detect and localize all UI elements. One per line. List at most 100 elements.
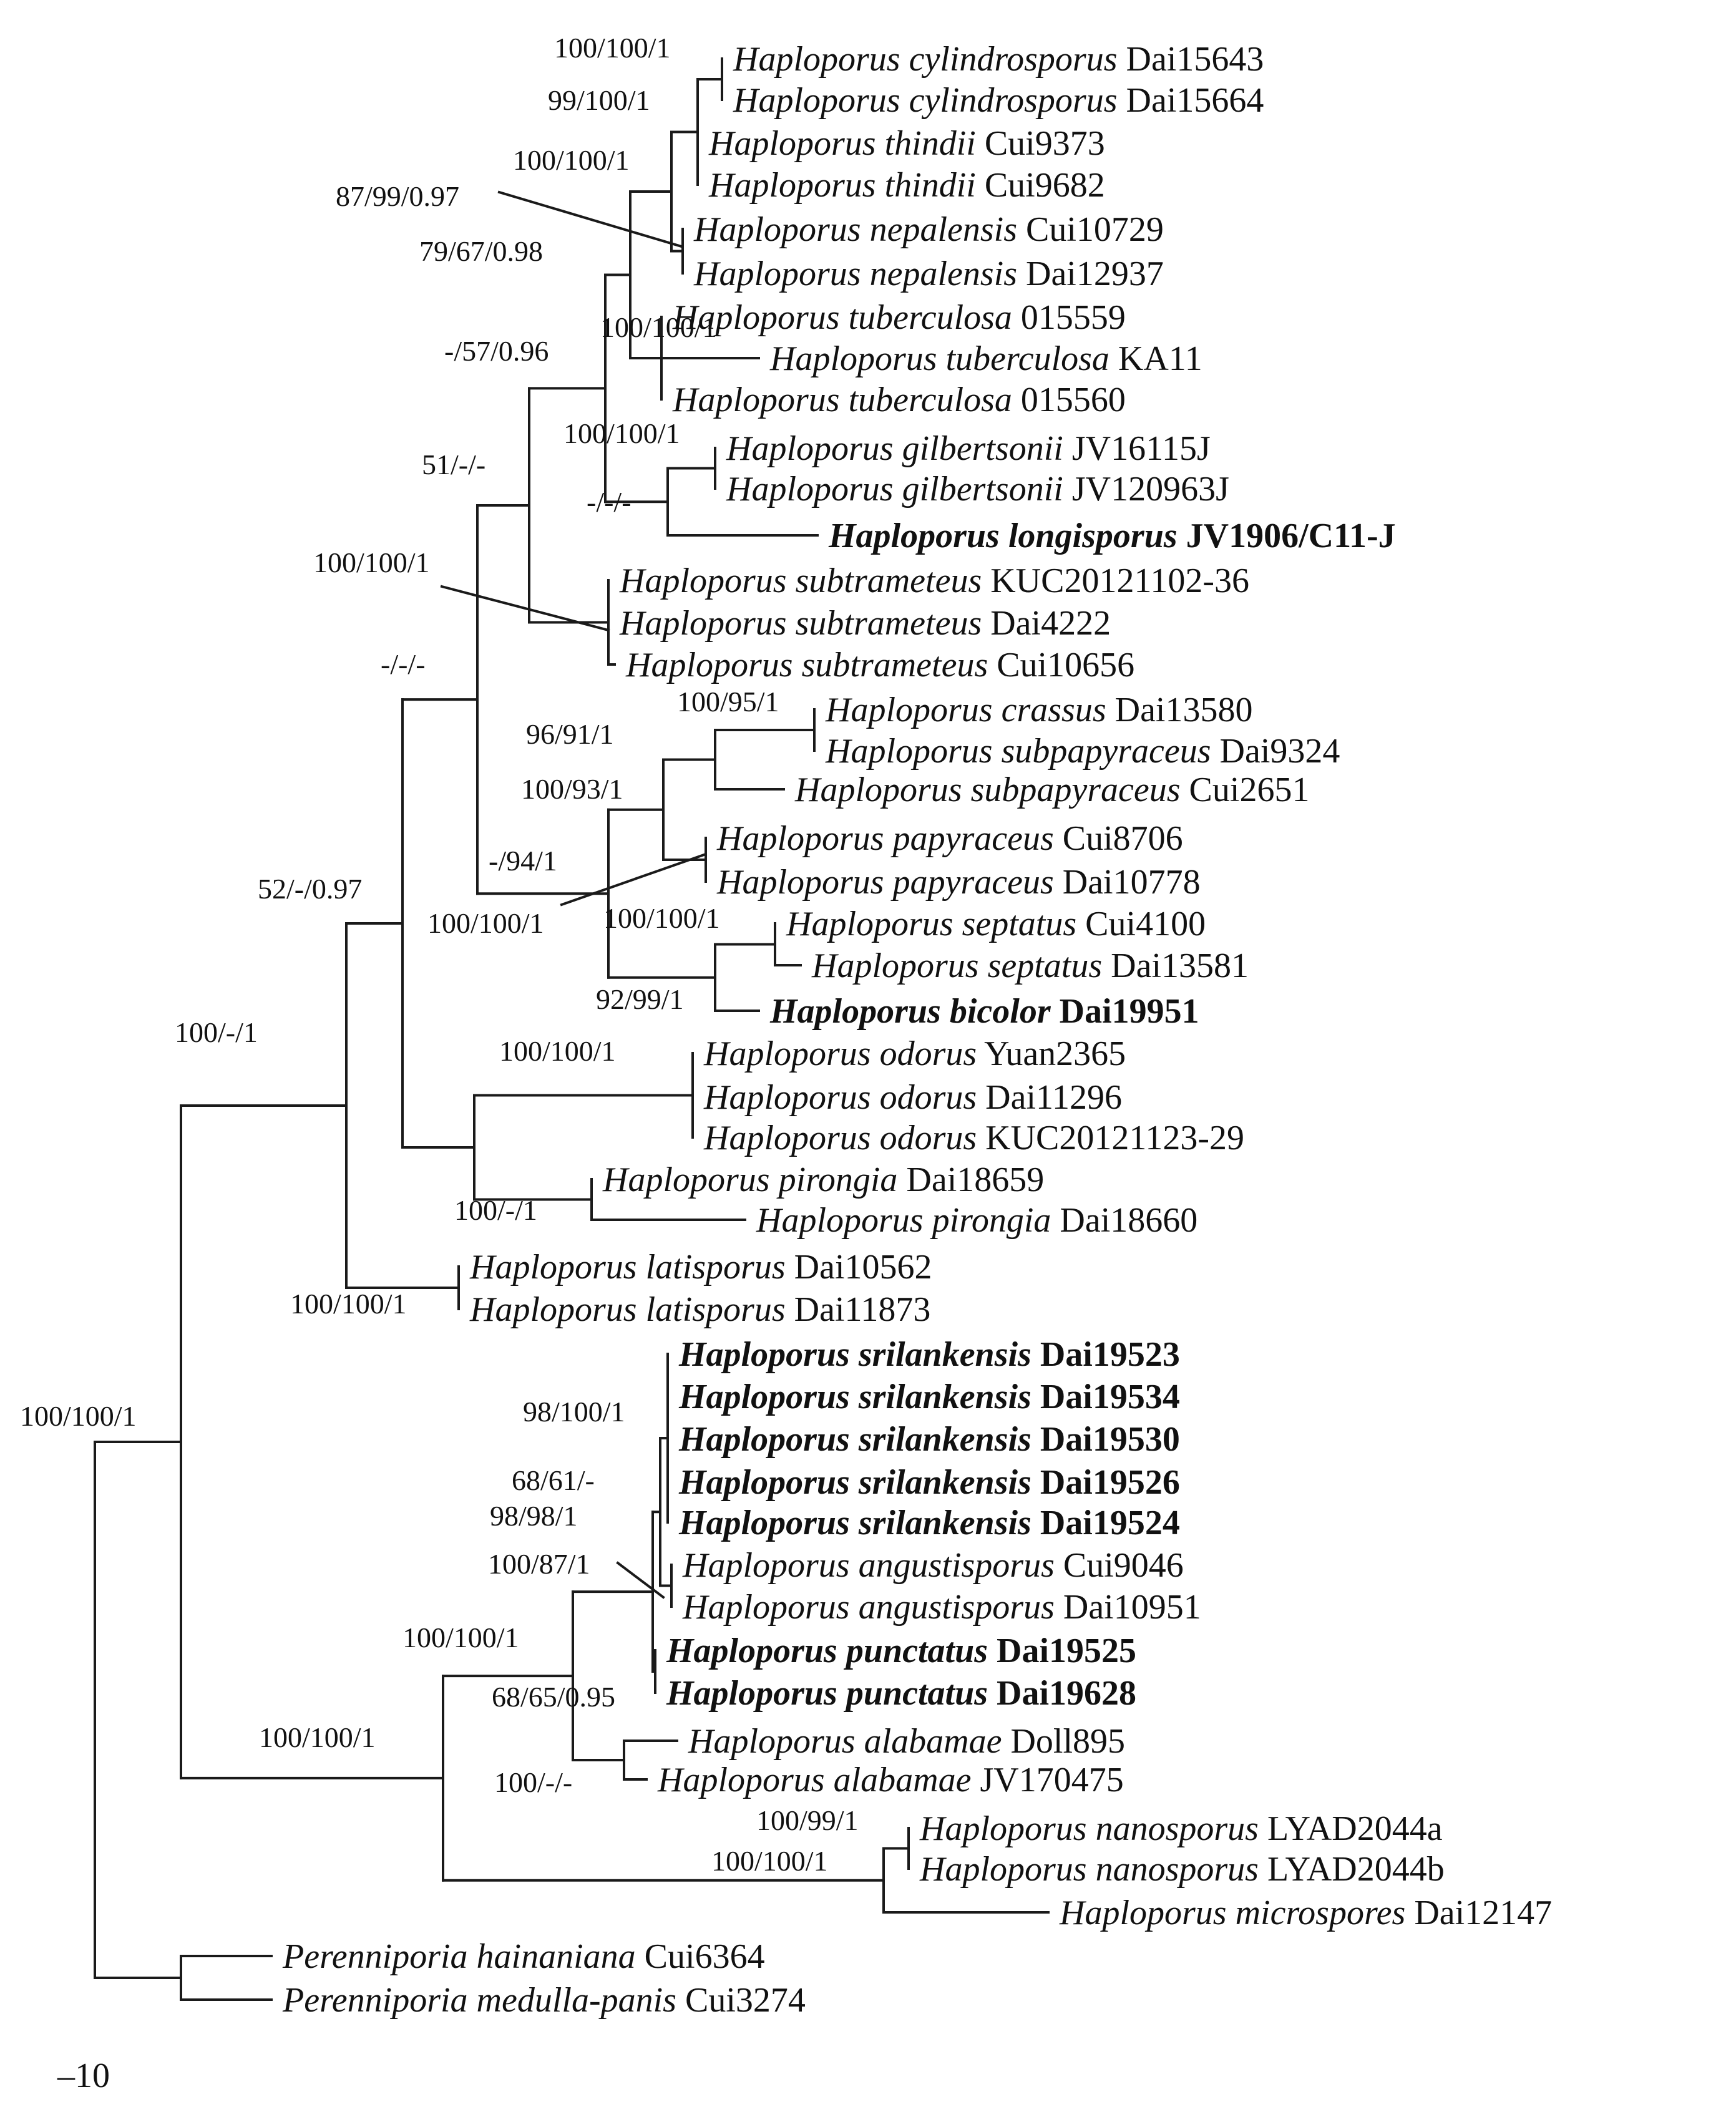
tip-label: Haploporus tuberculosa 015560	[672, 381, 1126, 419]
voucher-id: JV1906/C11-J	[1178, 517, 1396, 555]
tree-branches	[94, 57, 1050, 2001]
species-name: Haploporus angustisporus	[682, 1588, 1055, 1627]
tip-label: Haploporus subtrameteus Dai4222	[619, 604, 1111, 643]
tip-label: Haploporus latisporus Dai10562	[469, 1248, 932, 1287]
tip-label: Haploporus microspores Dai12147	[1059, 1894, 1552, 1932]
tip-label: Haploporus nepalensis Dai12937	[693, 255, 1164, 293]
support-value: 100/100/1	[554, 32, 671, 64]
voucher-id: Dai18659	[897, 1161, 1044, 1199]
tip-label: Haploporus angustisporus Cui9046	[682, 1546, 1184, 1585]
tip-label: Haploporus nepalensis Cui10729	[693, 210, 1164, 249]
voucher-id: JV16115J	[1063, 429, 1211, 468]
species-name: Haploporus srilankensis	[678, 1504, 1031, 1542]
support-value: 51/-/-	[422, 449, 485, 480]
species-name: Haploporus septatus	[786, 905, 1076, 943]
tip-label: Haploporus gilbertsonii JV16115J	[726, 429, 1211, 468]
voucher-id: Dai9324	[1211, 732, 1340, 771]
tip-label: Haploporus alabamae JV170475	[657, 1761, 1124, 1799]
species-name: Haploporus cylindrosporus	[733, 81, 1118, 120]
species-name: Haploporus alabamae	[688, 1722, 1002, 1761]
species-name: Haploporus punctatus	[666, 1674, 988, 1713]
voucher-id: Dai19628	[988, 1674, 1136, 1713]
species-name: Haploporus srilankensis	[678, 1335, 1031, 1374]
support-value: 100/100/1	[259, 1721, 376, 1753]
species-name: Haploporus srilankensis	[678, 1463, 1031, 1502]
tip-label: Haploporus nanosporus LYAD2044a	[919, 1809, 1443, 1848]
species-name: Haploporus nanosporus	[919, 1809, 1259, 1848]
voucher-id: Cui9046	[1055, 1546, 1184, 1585]
voucher-id: Dai19525	[988, 1632, 1136, 1670]
voucher-id: Dai19951	[1051, 992, 1199, 1031]
voucher-id: Dai10951	[1055, 1588, 1201, 1627]
voucher-id: 015560	[1012, 381, 1126, 419]
voucher-id: Cui3274	[676, 1981, 806, 2020]
tip-label: Haploporus septatus Dai13581	[811, 946, 1249, 985]
voucher-id: Cui9373	[976, 124, 1105, 163]
voucher-id: KUC20121102-36	[982, 562, 1249, 600]
support-value: 100/100/1	[313, 547, 430, 578]
voucher-id: Dai18660	[1051, 1201, 1197, 1240]
support-value: 100/100/1	[402, 1622, 519, 1653]
tip-label: Haploporus cylindrosporus Dai15664	[733, 81, 1264, 120]
tip-label: Haploporus srilankensis Dai19534	[678, 1378, 1180, 1416]
tip-label: Haploporus longisporus JV1906/C11-J	[828, 517, 1396, 555]
voucher-id: Dai12937	[1017, 255, 1164, 293]
species-name: Haploporus thindii	[708, 124, 976, 163]
voucher-id: KUC20121123-29	[977, 1119, 1244, 1157]
tip-label: Haploporus cylindrosporus Dai15643	[733, 40, 1264, 79]
species-name: Haploporus pirongia	[602, 1161, 897, 1199]
species-name: Haploporus latisporus	[469, 1290, 786, 1329]
support-value: 100/95/1	[677, 686, 779, 718]
species-name: Haploporus angustisporus	[682, 1546, 1055, 1585]
species-name: Haploporus thindii	[708, 166, 976, 205]
species-name: Haploporus tuberculosa	[672, 381, 1012, 419]
voucher-id: Dai4222	[982, 604, 1111, 643]
tip-label: Haploporus srilankensis Dai19523	[678, 1335, 1180, 1374]
voucher-id: Dai13581	[1102, 946, 1249, 985]
species-name: Haploporus nanosporus	[919, 1850, 1259, 1889]
tip-label: Haploporus tuberculosa KA11	[769, 339, 1202, 378]
tip-labels: Haploporus cylindrosporus Dai15643Haplop…	[282, 40, 1552, 2020]
tip-label: Haploporus odorus Yuan2365	[703, 1034, 1126, 1073]
tip-label: Haploporus odorus KUC20121123-29	[703, 1119, 1244, 1157]
support-value: -/57/0.96	[444, 335, 549, 367]
species-name: Haploporus septatus	[811, 946, 1102, 985]
species-name: Haploporus punctatus	[666, 1632, 988, 1670]
tip-label: Haploporus papyraceus Dai10778	[716, 863, 1201, 902]
support-value: 99/100/1	[548, 84, 650, 116]
voucher-id: LYAD2044b	[1259, 1850, 1445, 1889]
species-name: Haploporus nepalensis	[693, 255, 1017, 293]
voucher-id: Dai10778	[1054, 863, 1201, 902]
voucher-id: Dai19530	[1031, 1420, 1180, 1459]
voucher-id: Cui4100	[1076, 905, 1206, 943]
species-name: Haploporus tuberculosa	[672, 298, 1012, 337]
voucher-id: Dai19523	[1031, 1335, 1180, 1374]
species-name: Haploporus tuberculosa	[769, 339, 1109, 378]
species-name: Haploporus microspores	[1059, 1894, 1405, 1932]
tip-label: Haploporus tuberculosa 015559	[672, 298, 1126, 337]
species-name: Haploporus srilankensis	[678, 1378, 1031, 1416]
voucher-id: Dai13580	[1106, 691, 1253, 729]
scale-bar: –10	[57, 2056, 110, 2095]
support-value: 98/98/1	[490, 1500, 578, 1532]
species-name: Haploporus longisporus	[828, 517, 1178, 555]
voucher-id: JV120963J	[1063, 470, 1229, 509]
voucher-id: Dai19526	[1031, 1463, 1180, 1502]
voucher-id: Cui10656	[988, 646, 1134, 684]
species-name: Haploporus gilbertsonii	[726, 470, 1063, 509]
support-value: -/-/-	[587, 486, 631, 518]
species-name: Haploporus alabamae	[657, 1761, 971, 1799]
support-value: 52/-/0.97	[258, 873, 362, 905]
tip-label: Haploporus angustisporus Dai10951	[682, 1588, 1201, 1627]
leader-line	[616, 1561, 665, 1599]
species-name: Haploporus latisporus	[469, 1248, 786, 1287]
species-name: Haploporus crassus	[825, 691, 1106, 729]
tip-label: Haploporus subpapyraceus Cui2651	[794, 771, 1309, 809]
leader-line	[560, 853, 706, 907]
tip-label: Haploporus odorus Dai11296	[703, 1078, 1122, 1117]
support-value: 92/99/1	[596, 983, 684, 1015]
tip-label: Haploporus alabamae Doll895	[688, 1722, 1125, 1761]
support-value: 100/100/1	[290, 1288, 407, 1320]
voucher-id: Dai10562	[786, 1248, 932, 1287]
support-value: 100/100/1	[427, 907, 544, 939]
